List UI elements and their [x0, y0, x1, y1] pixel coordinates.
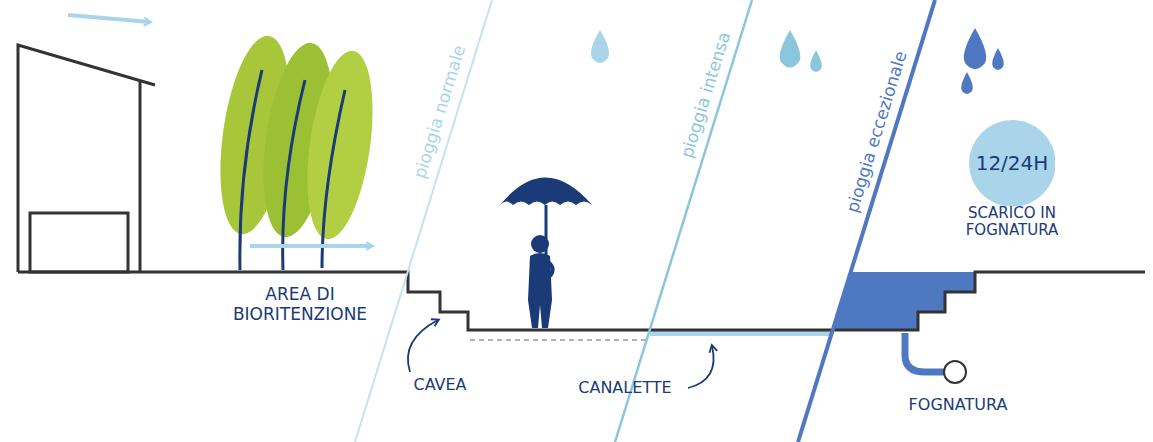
text-label: SCARICO IN FOGNATURA — [937, 205, 1087, 240]
node-text: 12/24H — [976, 151, 1049, 175]
leader-arrow — [688, 346, 714, 388]
leader-arrow — [408, 320, 438, 372]
rain-line — [355, 0, 492, 442]
rain-label: pioggia normale — [410, 43, 470, 181]
rain-label: pioggia intensa — [677, 30, 734, 161]
rain-line — [615, 0, 752, 442]
rain-drops — [591, 28, 1004, 94]
rain-line — [798, 0, 935, 442]
text-label: CAVEA — [413, 376, 466, 394]
sewer-pipe — [905, 333, 944, 372]
time-circle: 12/24H — [969, 120, 1056, 207]
text-label: CANALETTE — [578, 379, 671, 397]
text-label: AREA DI BIORITENZIONE — [218, 285, 383, 324]
trees — [209, 32, 383, 270]
flow-arrow — [250, 244, 372, 248]
flood-fill — [833, 272, 975, 330]
roof-arrow — [68, 15, 150, 22]
sewer-symbol — [944, 361, 966, 383]
person-umbrella — [500, 178, 592, 329]
water — [650, 331, 833, 336]
dashed-channel — [470, 339, 650, 341]
ground-profile — [18, 272, 1145, 330]
text-label: FOGNATURA — [909, 396, 1008, 414]
house — [18, 45, 155, 272]
